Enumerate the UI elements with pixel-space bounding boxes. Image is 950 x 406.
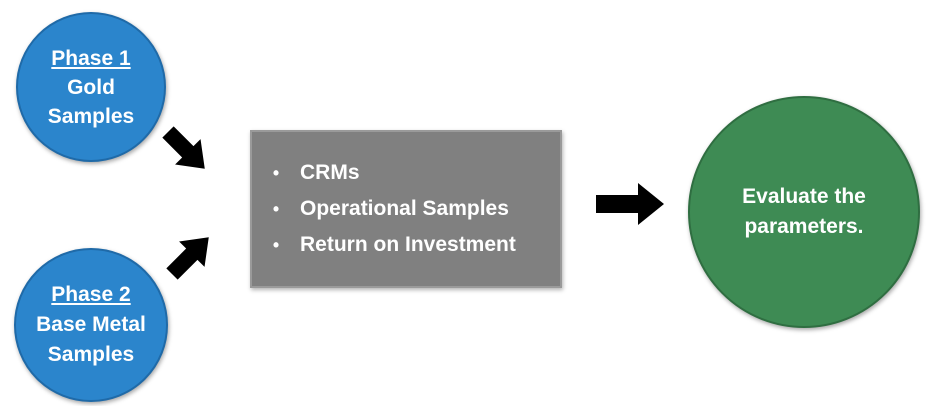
evaluate-line-1: Evaluate the	[742, 185, 866, 208]
bullet-icon: •	[272, 199, 280, 219]
bullet-icon: •	[272, 163, 280, 183]
center-box-item: • Operational Samples	[266, 191, 560, 227]
phase-2-line-1: Base Metal	[36, 313, 146, 336]
center-box-item: • Return on Investment	[266, 227, 560, 263]
center-box-item-label: Operational Samples	[300, 197, 509, 220]
phase-1-line-1: Gold	[67, 75, 115, 99]
phase-2-heading: Phase 2	[51, 283, 131, 306]
center-box-item: • CRMs	[266, 155, 560, 191]
center-box-list: • CRMs • Operational Samples • Return on…	[266, 155, 560, 263]
center-box: • CRMs • Operational Samples • Return on…	[250, 130, 562, 288]
phase-2-circle: Phase 2 Base Metal Samples	[14, 248, 168, 402]
arrow-phase2-to-box-icon	[166, 237, 209, 280]
phase-1-heading: Phase 1	[51, 46, 131, 70]
center-box-item-label: CRMs	[300, 161, 360, 184]
phase-1-line-2: Samples	[47, 104, 135, 128]
evaluate-line-2: parameters.	[744, 215, 864, 238]
arrow-phase1-to-box-icon	[162, 126, 205, 169]
phase-2-line-2: Samples	[47, 343, 135, 366]
evaluate-circle: Evaluate the parameters.	[688, 96, 920, 328]
phase-1-circle: Phase 1 Gold Samples	[16, 12, 166, 162]
arrow-box-to-evaluate-icon	[596, 183, 664, 225]
center-box-item-label: Return on Investment	[300, 233, 516, 256]
bullet-icon: •	[272, 235, 280, 255]
